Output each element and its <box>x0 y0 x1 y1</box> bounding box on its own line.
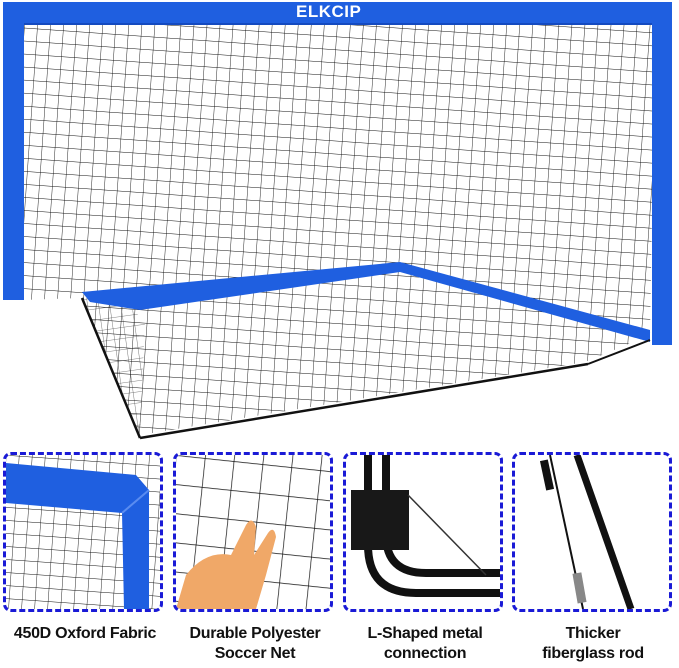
soccer-goal-image <box>3 2 672 440</box>
feature-panel-fabric <box>3 452 163 612</box>
feature-caption-net: Durable Polyester Soccer Net <box>189 625 321 662</box>
net-back <box>22 22 655 435</box>
feature-caption-fabric: 450D Oxford Fabric <box>13 625 157 642</box>
base-frame <box>82 262 650 342</box>
feature-caption-connection: L-Shaped metal connection <box>367 625 483 662</box>
hand <box>176 520 276 609</box>
brand-logo: ELKCIP <box>296 2 362 21</box>
feature-caption-rod: Thicker fiberglass rod <box>542 625 644 662</box>
net-side <box>82 298 145 435</box>
feature-panel-connection <box>343 452 503 612</box>
feature-panel-rod <box>512 452 672 612</box>
feature-panel-net <box>173 452 333 612</box>
